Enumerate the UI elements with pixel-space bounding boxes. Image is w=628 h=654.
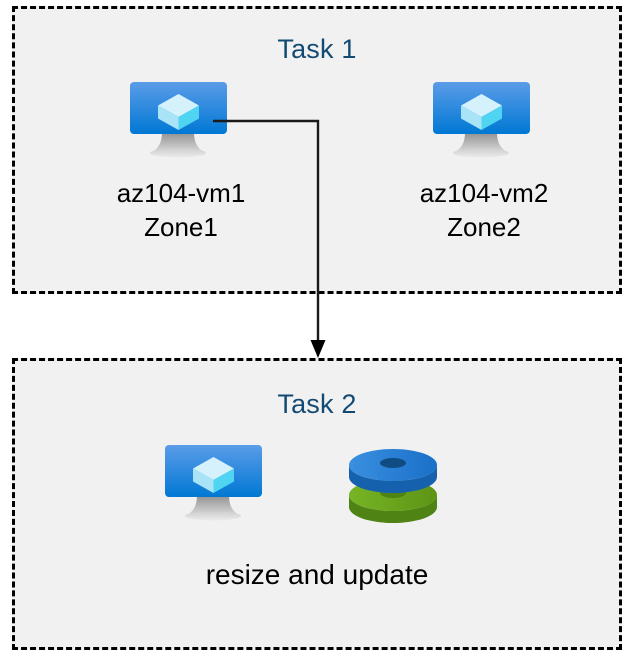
virtual-machine-icon [429, 80, 539, 160]
node-label-line2: Zone2 [447, 212, 521, 242]
node-label-line2: Zone1 [144, 212, 218, 242]
task1-title: Task 1 [277, 34, 357, 64]
task2-container: Task 2 [12, 358, 622, 650]
managed-disks-icon [341, 443, 451, 529]
virtual-machine-icon [126, 80, 236, 160]
task2-title: Task 2 [277, 389, 357, 419]
virtual-machine-icon [161, 443, 271, 523]
node-label-line1: az104-vm2 [419, 178, 549, 208]
arrowhead-icon [310, 340, 326, 358]
task2-caption: resize and update [205, 559, 429, 590]
node-az104-vm2[interactable]: az104-vm2 Zone2 [369, 80, 599, 244]
node-label-line1: az104-vm1 [116, 178, 246, 208]
node-az104-vm1[interactable]: az104-vm1 Zone1 [66, 80, 296, 244]
